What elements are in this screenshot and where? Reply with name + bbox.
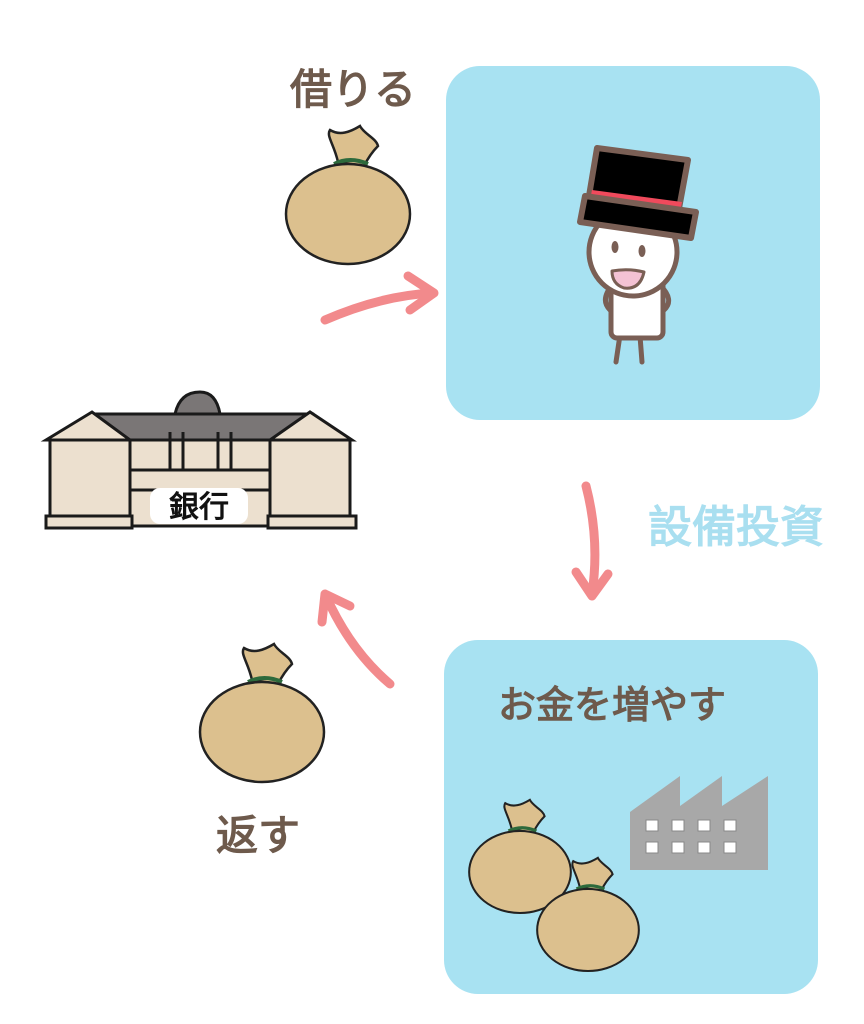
return-label: 返す xyxy=(216,811,300,860)
money-bag-icon xyxy=(284,124,412,266)
businessman-figure xyxy=(577,145,699,365)
investment-label: 設備投資 xyxy=(648,502,824,553)
factory-icon xyxy=(630,776,768,870)
investment-arrow-icon xyxy=(571,481,613,601)
money-bag-icon xyxy=(198,642,326,784)
borrow-arrow-icon xyxy=(320,271,439,325)
borrow-label: 借りる xyxy=(289,65,416,114)
bank-sign: 銀行 xyxy=(169,490,229,525)
increase-money-label: お金を増やす xyxy=(498,683,726,727)
return-arrow-icon xyxy=(317,589,395,689)
bank-building xyxy=(40,390,358,530)
